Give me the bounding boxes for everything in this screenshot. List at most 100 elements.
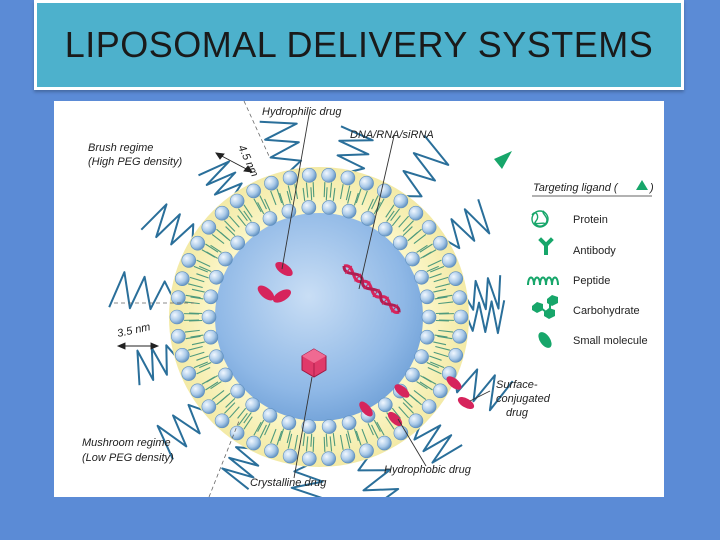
- lipid-tail: [191, 288, 205, 293]
- lipid-tail: [353, 428, 359, 442]
- lipid-head: [301, 419, 317, 434]
- regime-guide-lines: [114, 101, 270, 497]
- lipid-tail: [199, 265, 212, 272]
- lipid-tail: [228, 406, 240, 419]
- lipid-tail: [420, 251, 432, 259]
- lipid-tail: [211, 389, 225, 400]
- lipid-head: [282, 170, 298, 186]
- lipid-tail: [237, 412, 248, 426]
- lipid-head: [421, 220, 437, 235]
- lipid-tail: [302, 433, 306, 447]
- lipid-tail: [353, 192, 359, 206]
- lipid-tail: [228, 215, 240, 228]
- peg-chain: [357, 455, 400, 497]
- lipid-tail: [312, 182, 315, 198]
- lipid-tail: [205, 243, 219, 253]
- liposome-figure: Hydrophilic drug DNA/RNA/siRNA Brush reg…: [54, 101, 664, 497]
- lipid-tail: [305, 182, 309, 198]
- lipid-tail: [185, 335, 201, 340]
- targeting-ligand-marker: [494, 151, 512, 169]
- lipid-head: [421, 309, 437, 325]
- peptide-icon: [527, 276, 559, 286]
- lipid-tail: [367, 198, 374, 211]
- lipid-tail: [430, 361, 445, 369]
- lipid-head: [377, 183, 392, 199]
- label-mushroom-density: (Low PEG density): [82, 452, 174, 464]
- lipid-tail: [435, 345, 450, 351]
- lipid-tail: [237, 215, 247, 227]
- lipid-tail: [286, 430, 291, 444]
- legend-triangle-icon: [636, 180, 648, 190]
- lipid-head: [246, 183, 261, 199]
- lipid-tail: [438, 301, 454, 305]
- lipid-head: [341, 203, 357, 219]
- lipid-head: [281, 415, 297, 431]
- lipid-head: [377, 397, 393, 413]
- lipid-tail: [413, 234, 427, 245]
- lipid-head: [377, 435, 392, 451]
- lipid-head: [245, 397, 261, 413]
- lipid-tail: [211, 234, 225, 245]
- lipid-tail: [413, 389, 427, 400]
- lipid-tail: [361, 190, 368, 206]
- lipid-tail: [367, 423, 374, 436]
- lipid-head: [171, 329, 186, 344]
- lipid-tail: [434, 296, 448, 300]
- lipid-tail: [426, 265, 439, 272]
- lipid-tail: [294, 184, 299, 200]
- lipid-tail: [390, 208, 401, 222]
- lipid-head: [448, 348, 464, 363]
- lipid-tail: [429, 355, 442, 361]
- lipid-tail: [402, 397, 413, 408]
- lipid-tail: [332, 187, 336, 201]
- aqueous-core: [215, 213, 423, 421]
- label-hydrophilic-drug: Hydrophilic drug: [262, 106, 342, 118]
- lipid-head: [359, 443, 374, 459]
- label-hydrophobic-drug: Hydrophobic drug: [384, 464, 472, 476]
- lipid-head: [433, 235, 448, 251]
- legend-item-protein: Protein: [573, 214, 608, 226]
- lipid-tail: [376, 421, 385, 436]
- lipid-head: [405, 367, 420, 383]
- lipid-tail: [426, 362, 439, 369]
- lipid-tail: [345, 185, 351, 201]
- ligand-legend: Targeting ligand ( ) Protein Antibody Pe…: [527, 180, 654, 348]
- hydrophilic-drug-molecules: [257, 261, 293, 303]
- peg-chain: [402, 134, 450, 198]
- label-surface-conjugated-3: drug: [506, 407, 529, 419]
- lipid-tail: [310, 433, 313, 447]
- lipid-head: [245, 221, 261, 237]
- lipid-tail: [257, 202, 265, 215]
- legend-heading-start: Targeting ligand (: [533, 182, 619, 194]
- peg-chain: [464, 275, 502, 311]
- lipid-tail: [190, 334, 204, 338]
- lipid-head: [264, 175, 279, 191]
- pointer-lines: [281, 114, 491, 479]
- label-surface-conjugated-1: Surface-: [496, 379, 538, 391]
- peg-chain: [156, 403, 205, 460]
- peg-chains: [108, 120, 514, 497]
- lipid-tail: [188, 345, 203, 351]
- lipid-head: [302, 168, 317, 183]
- legend-item-carbohydrate: Carbohydrate: [573, 305, 640, 317]
- lipid-tail: [264, 423, 271, 436]
- lipid-tail: [419, 243, 433, 253]
- lipid-tail: [287, 433, 293, 449]
- lipid-tail: [391, 407, 401, 419]
- lipid-tail: [433, 276, 449, 283]
- lipid-tail: [438, 329, 454, 333]
- lipid-head: [171, 290, 186, 305]
- lipid-head: [421, 399, 437, 414]
- lipid-head: [214, 205, 230, 221]
- lipid-tail: [398, 406, 410, 419]
- lipid-tail: [257, 419, 265, 432]
- lipid-head: [181, 366, 197, 381]
- lipid-tail: [210, 244, 222, 253]
- lipid-tail: [310, 187, 313, 201]
- lipid-head: [408, 205, 424, 221]
- lipid-tail: [243, 416, 253, 430]
- lipid-tail: [323, 436, 326, 452]
- dna-helix: [342, 264, 401, 314]
- peg-chain: [198, 160, 243, 197]
- lipid-tail: [329, 182, 333, 198]
